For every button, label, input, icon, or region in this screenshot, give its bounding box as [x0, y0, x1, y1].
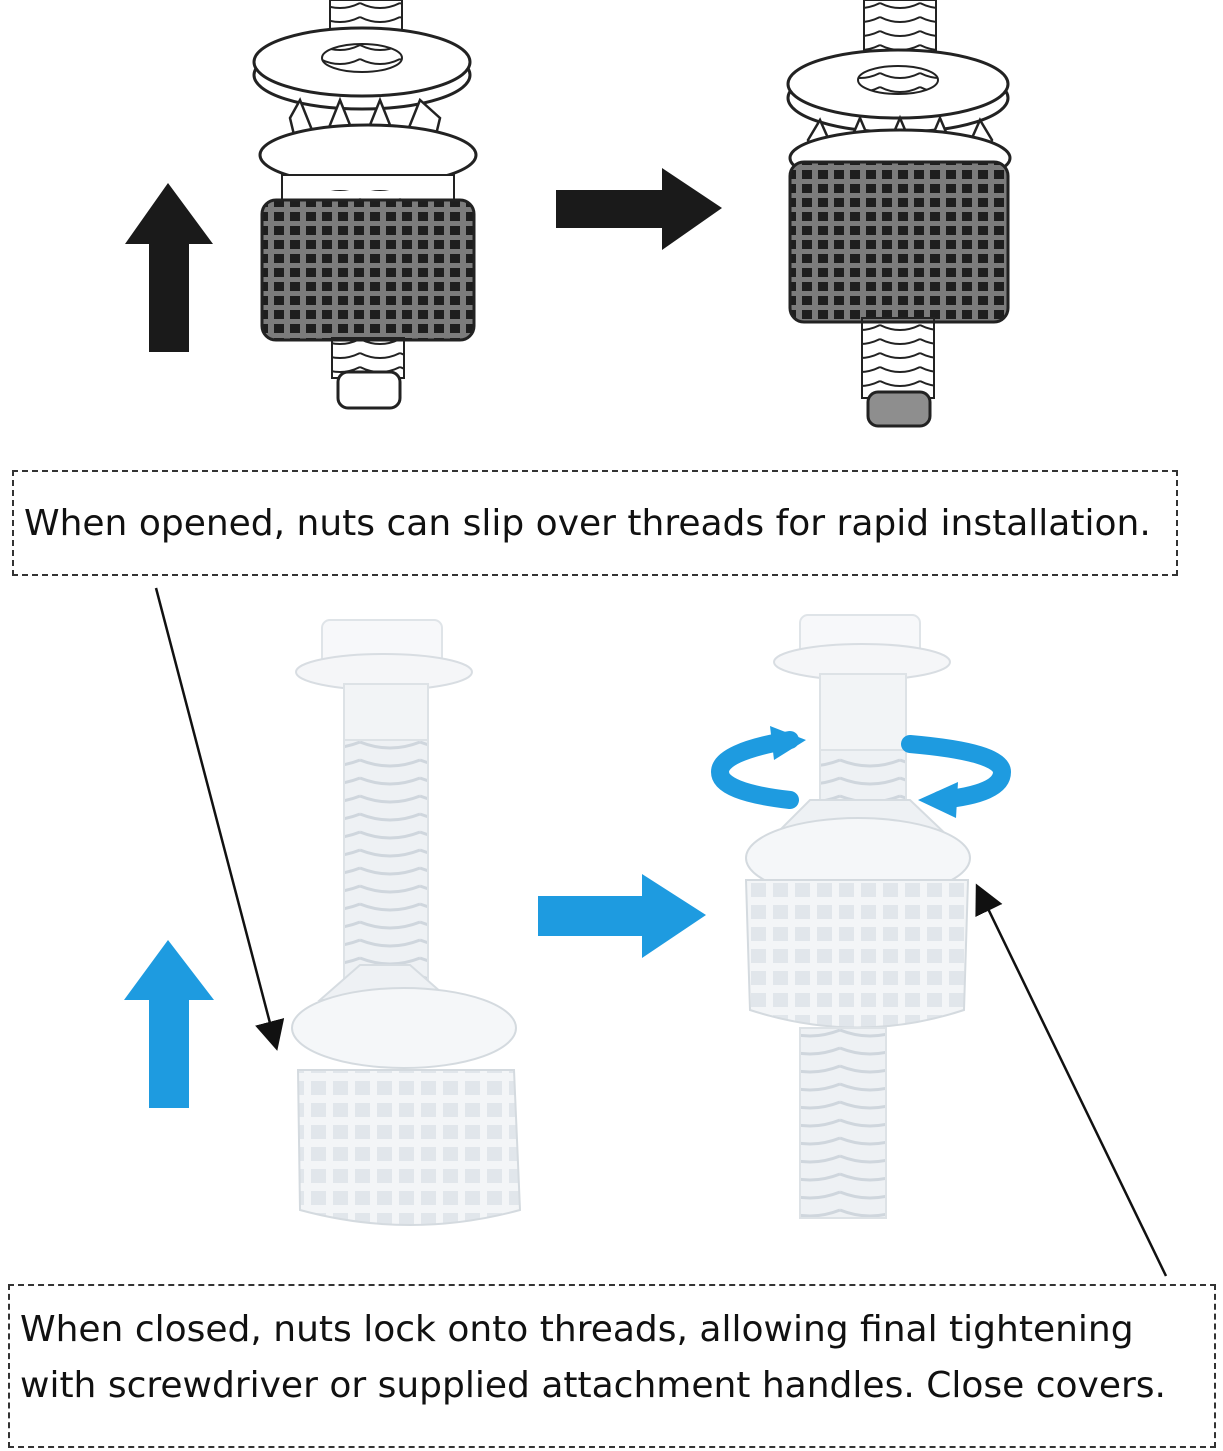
- up-arrow-dark: [125, 183, 213, 352]
- rotate-arrow-left-icon: [710, 726, 806, 809]
- closed-nut-photo: [744, 614, 971, 1219]
- right-arrow-dark: [556, 168, 722, 250]
- caption-opened: When opened, nuts can slip over threads …: [12, 470, 1178, 576]
- caption-closed-line-1: When closed, nuts lock onto threads, all…: [20, 1309, 1134, 1350]
- rotate-arrow-right-icon: [901, 735, 1012, 818]
- open-nut-photo: [291, 619, 522, 1226]
- right-arrow-blue: [538, 874, 706, 958]
- caption-closed-line-2: with screwdriver or supplied attachment …: [20, 1364, 1166, 1406]
- leader-line-closed: [975, 883, 1168, 1277]
- closed-nut-drawing: [786, 0, 1012, 428]
- up-arrow-blue: [124, 940, 214, 1108]
- caption-opened-text: When opened, nuts can slip over threads …: [24, 503, 1151, 544]
- leader-line-open: [154, 587, 285, 1051]
- open-nut-drawing: [252, 0, 478, 410]
- caption-closed: When closed, nuts lock onto threads, all…: [8, 1284, 1216, 1448]
